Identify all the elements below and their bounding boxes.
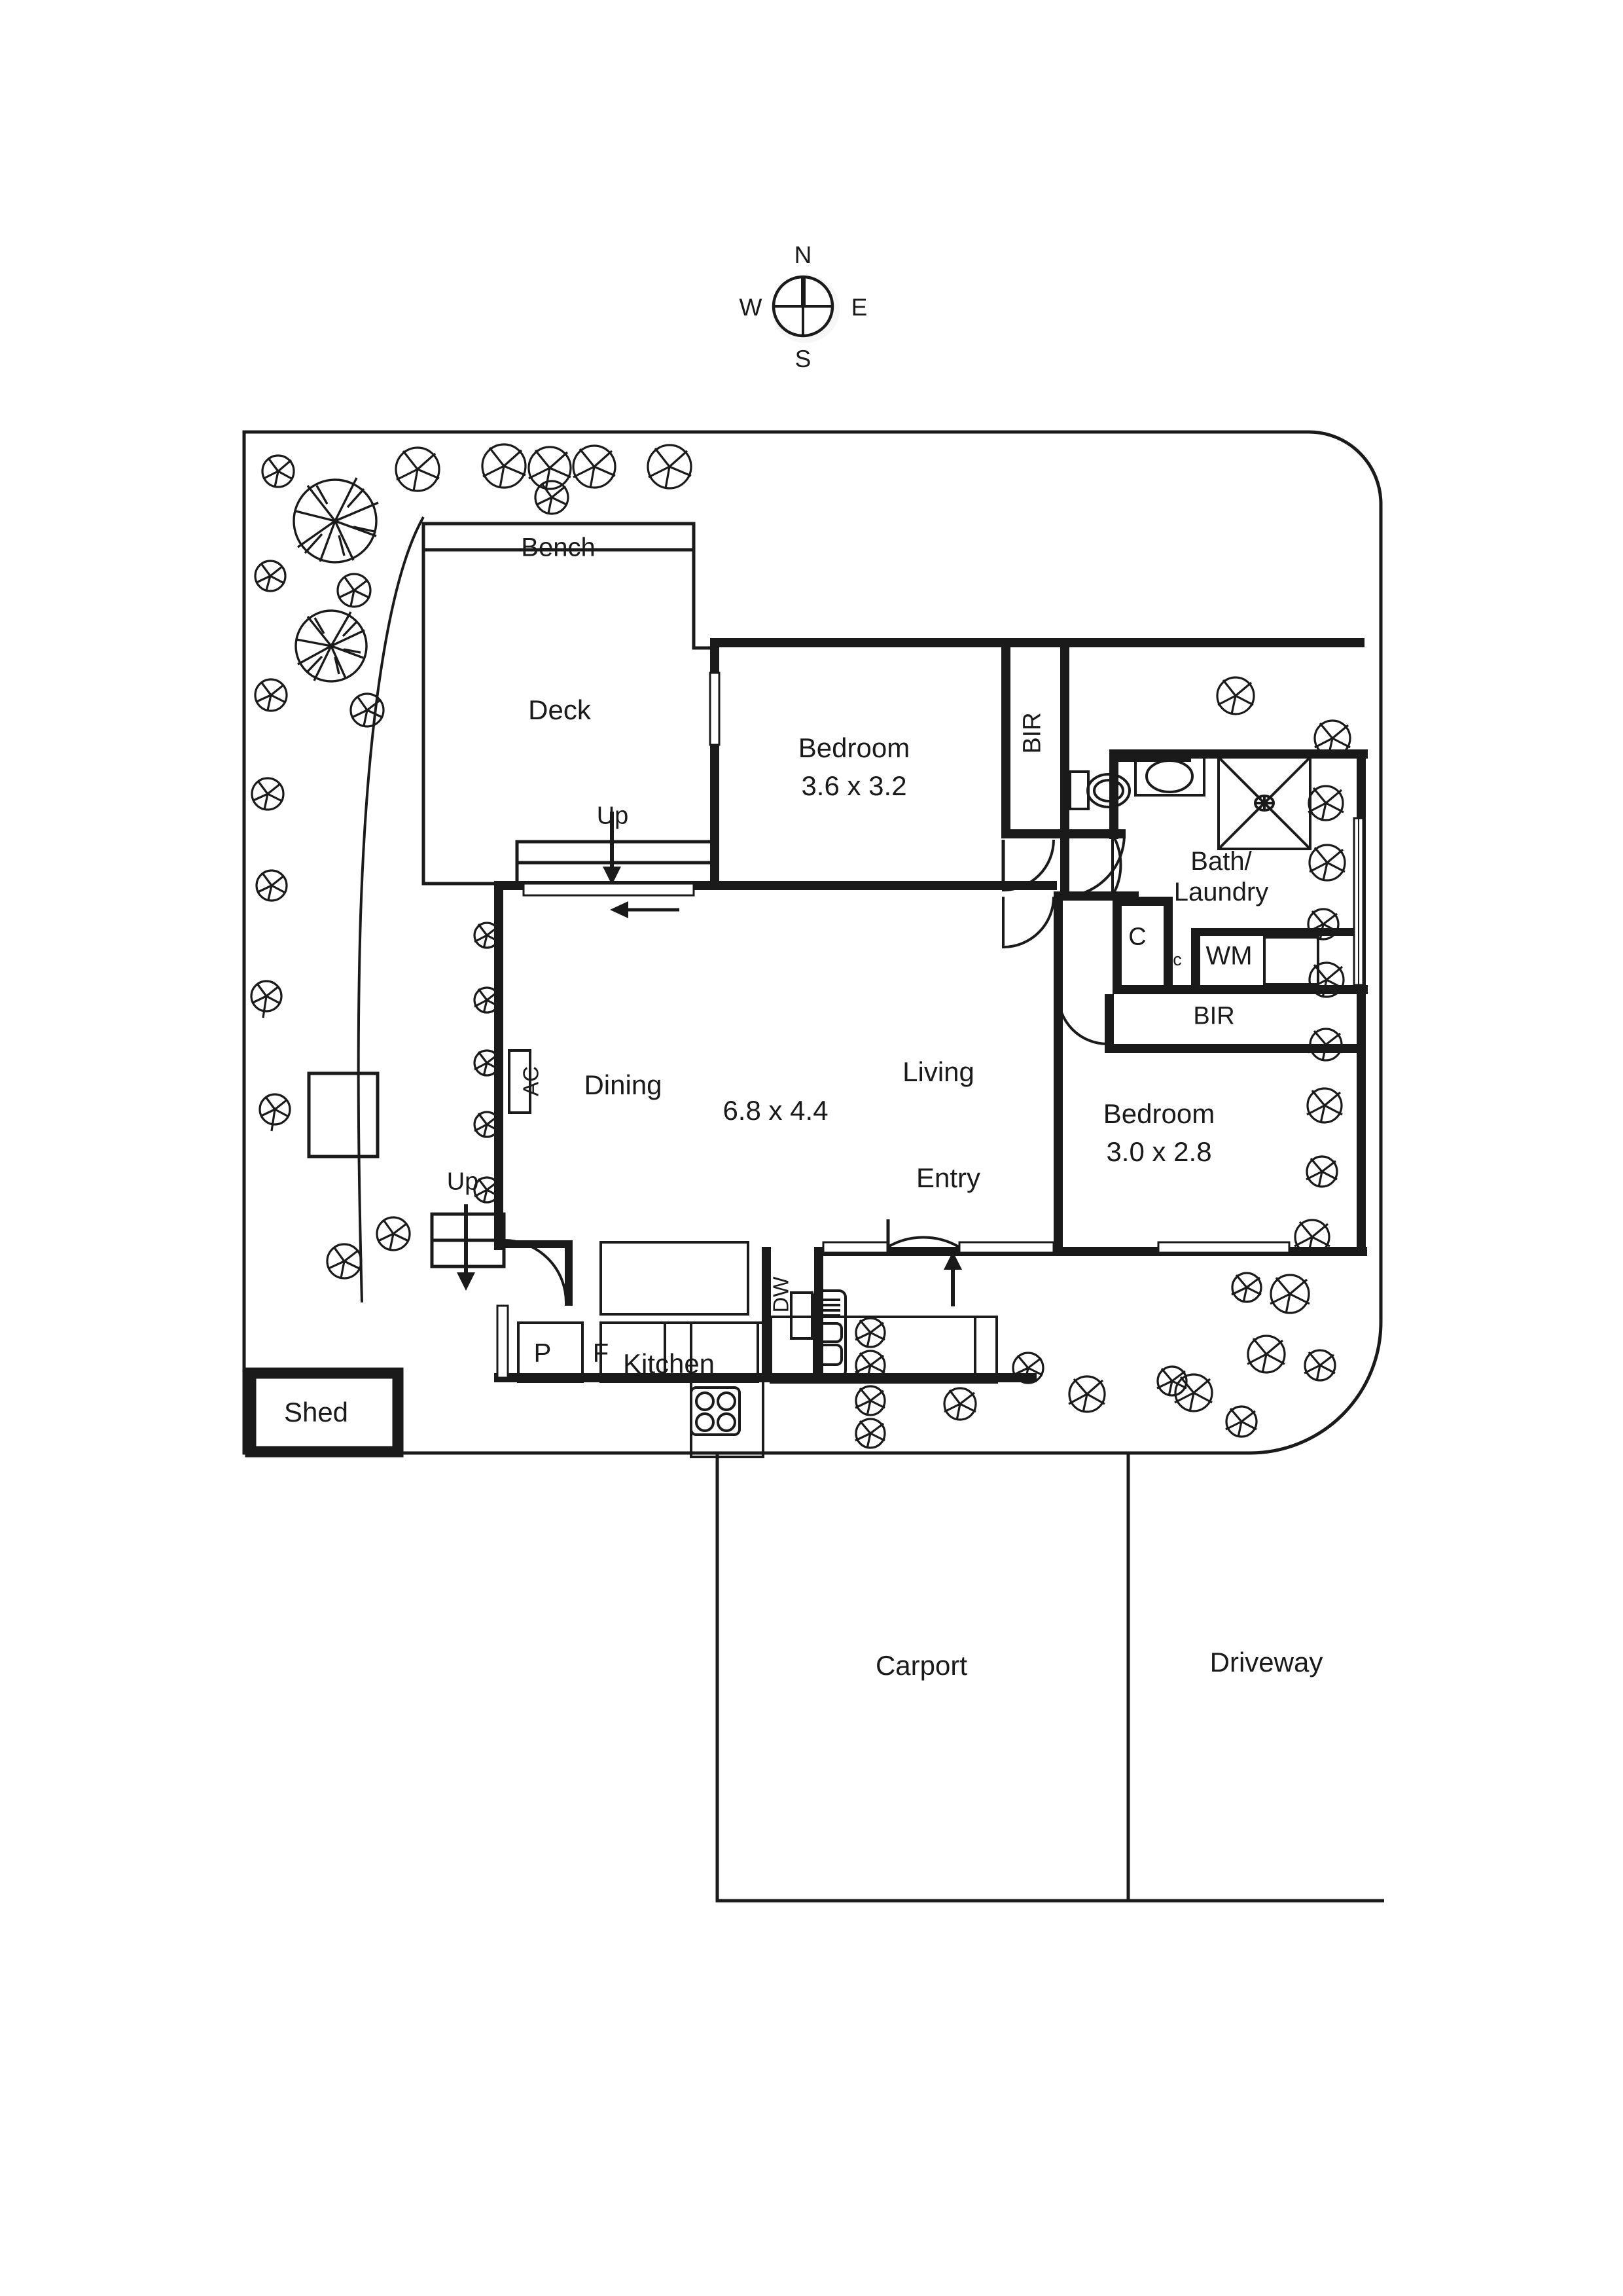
shed-outline [245,1367,404,1458]
room-dims-bedroom-2: 3.0 x 2.8 [1106,1136,1212,1168]
label-fridge: F [592,1338,609,1368]
room-label-bath-laundry: Bath/Laundry [1173,846,1269,906]
room-label-bedroom-2: Bedroom [1103,1098,1215,1130]
room-label-dining: Dining [584,1069,662,1101]
label-dishwasher: DW [768,1276,793,1313]
side-stairs-down-arrow [457,1204,475,1291]
label-stairs-up-deck: Up [596,802,629,830]
label-washing-machine: WM [1205,941,1253,971]
room-label-bench: Bench [521,533,596,562]
bathroom-fixtures [1069,756,1319,986]
windows-south [822,1241,1291,1254]
compass-east-label: E [851,294,868,321]
window-bathroom-east [1353,817,1364,986]
site-boundary [242,430,1383,1455]
room-label-shed: Shed [283,1397,349,1428]
label-bir-bedroom-2: BIR [1193,1002,1235,1030]
deck-stairs-up-arrow [603,812,621,885]
arrow-dining-north [610,901,679,918]
carport-driveway [715,1453,1384,1903]
room-label-driveway: Driveway [1209,1647,1323,1678]
entry-direction-arrow [944,1251,962,1306]
window-bedroom1-west [709,672,721,746]
label-air-conditioner: AC [518,1066,543,1096]
label-stairs-up-side: Up [446,1168,479,1196]
compass-rose [772,275,840,343]
compass-west-label: W [739,294,762,321]
door-dining-west [496,1304,509,1379]
window-dining-north [522,882,695,897]
air-conditioner-icon [508,1049,531,1114]
garden-path-curve [357,516,425,1303]
compass-south-label: S [794,346,812,373]
room-dims-open-plan: 6.8 x 4.4 [722,1095,829,1126]
label-cupboard-small: c [1173,950,1182,970]
room-dims-bedroom-1: 3.6 x 3.2 [801,770,907,802]
label-bir-bedroom-1: BIR [1018,712,1046,754]
room-label-carport: Carport [875,1650,968,1681]
room-label-kitchen: Kitchen [622,1348,715,1380]
room-label-deck: Deck [528,694,591,726]
room-label-entry: Entry [916,1162,981,1194]
label-pantry: P [533,1338,552,1368]
room-label-living: Living [902,1056,974,1088]
garden-feature-square [307,1071,380,1158]
compass-north-label: N [794,242,812,269]
label-cupboard-large: C [1128,923,1147,951]
room-label-bedroom-1: Bedroom [798,732,910,764]
entry-porch [770,1316,998,1384]
